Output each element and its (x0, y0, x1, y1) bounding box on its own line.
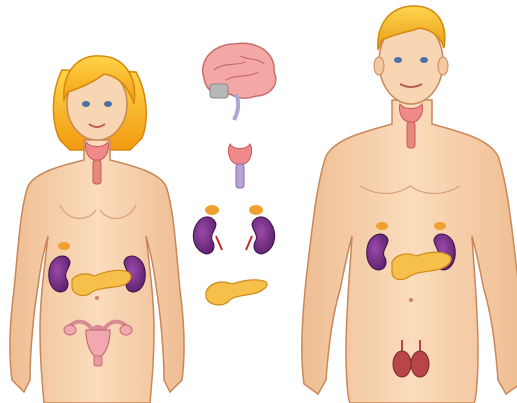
male-adrenal-left (376, 222, 388, 230)
adrenal-kidneys-icon (193, 205, 274, 254)
brain-pituitary-icon (203, 43, 276, 120)
female-adrenal (58, 242, 70, 250)
male-navel (409, 298, 413, 302)
male-adrenal-right (434, 222, 446, 230)
female-navel (95, 296, 99, 300)
male-left-ear (374, 57, 384, 75)
female-figure (10, 56, 184, 403)
male-figure (302, 6, 517, 403)
pancreas-icon (206, 280, 267, 305)
thyroid-icon (228, 144, 251, 188)
male-left-eye (394, 57, 402, 63)
female-left-eye (82, 101, 90, 107)
organ-column (193, 43, 275, 305)
male-right-eye (420, 57, 428, 63)
female-right-eye (104, 101, 112, 107)
male-right-ear (438, 57, 448, 75)
